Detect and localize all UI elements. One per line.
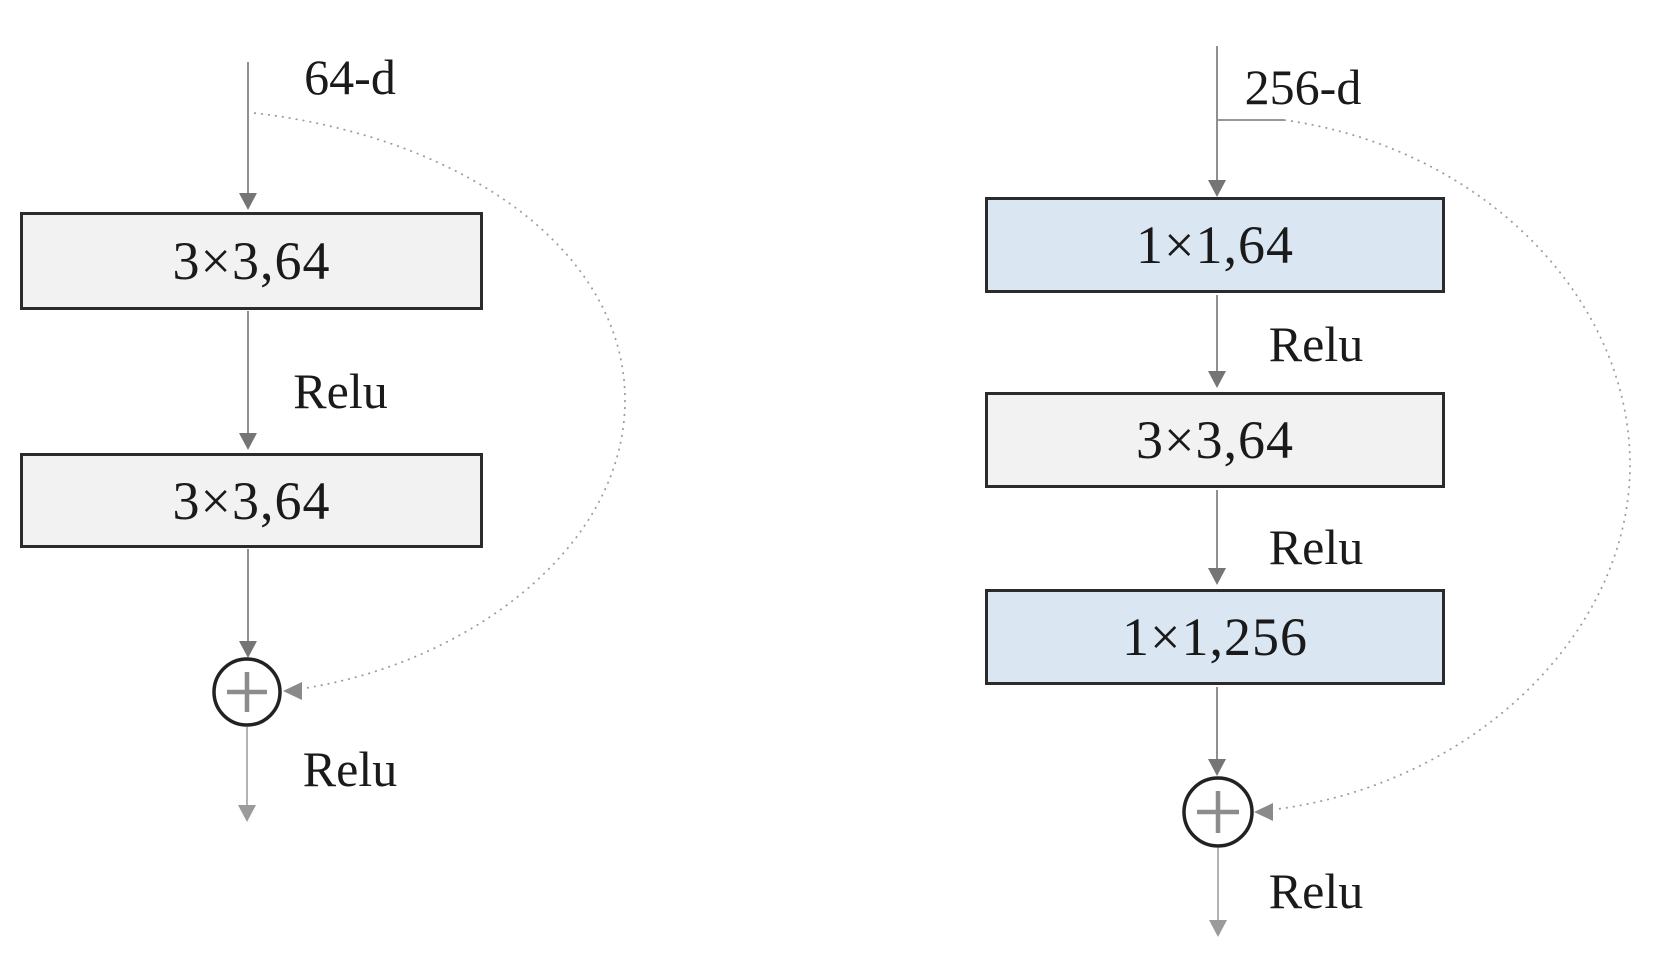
conv-layer-box: 1×1,64 [985,197,1445,293]
relu-label: Relu [293,363,388,419]
arrowhead-icon [1254,803,1273,821]
left-mid-arrow-2 [239,549,257,658]
right-mid-arrow-2 [1208,490,1226,585]
arrowhead-icon [1208,568,1226,585]
left-output-arrow [238,727,256,822]
right-skip-connection [1218,119,1631,821]
conv-layer-box: 3×3,64 [20,453,483,548]
arrowhead-icon [239,433,257,450]
right-input-arrow [1208,46,1226,197]
arrowhead-icon [1209,920,1227,937]
arrowhead-icon [239,641,257,658]
conv-layer-label: 3×3,64 [172,470,331,531]
left-sum-icon [212,657,282,727]
left-skip-connection [253,112,626,700]
arrowhead-icon [239,193,257,210]
arrowhead-icon [238,805,256,822]
arrowhead-icon [283,682,302,700]
conv-layer-box: 1×1,256 [985,589,1445,685]
right-sum-icon [1182,776,1254,848]
input-dim-label: 64-d [304,49,396,105]
left-input-arrow [239,62,257,210]
arrowhead-icon [1208,371,1226,388]
conv-layer-label: 1×1,256 [1122,607,1308,667]
arrowhead-icon [1208,180,1226,197]
relu-label: Relu [1268,863,1364,919]
right-mid-arrow-1 [1208,295,1226,388]
relu-label: Relu [1268,519,1364,575]
relu-label: Relu [1268,316,1364,372]
relu-label: Relu [302,741,398,797]
left-mid-arrow-1 [239,311,257,450]
conv-layer-box: 3×3,64 [20,212,483,310]
conv-layer-label: 3×3,64 [1136,410,1294,470]
conv-layer-box: 3×3,64 [985,392,1445,488]
right-mid-arrow-3 [1208,687,1226,776]
conv-layer-label: 3×3,64 [172,231,331,291]
conv-layer-label: 1×1,64 [1136,215,1294,275]
arrowhead-icon [1208,759,1226,776]
input-dim-label: 256-d [1244,59,1362,115]
right-output-arrow [1209,848,1227,937]
